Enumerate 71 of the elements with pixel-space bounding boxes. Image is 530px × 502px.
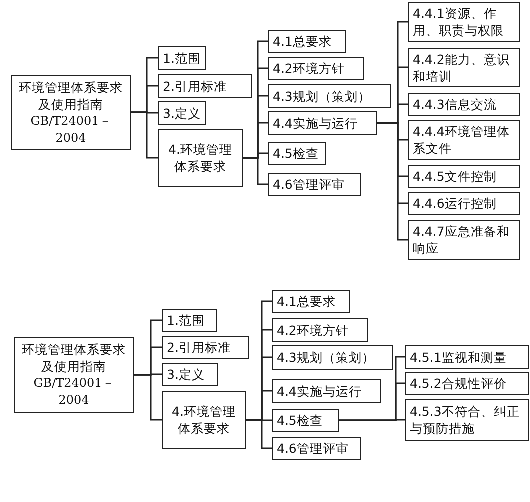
topic-text: 4.1总要求	[277, 293, 337, 310]
topic-box	[405, 345, 529, 369]
topic-text: 4.1总要求	[273, 33, 333, 50]
topic-text: 环境管理体系要求及使用指南	[18, 78, 124, 112]
connector-line	[131, 112, 158, 159]
topic-box	[408, 93, 520, 116]
topic-text: 4.6管理评审	[277, 440, 350, 457]
topic-text: 4.环境管理体系要求	[168, 141, 234, 175]
topic-box	[158, 101, 206, 125]
topic-box	[268, 111, 377, 135]
topic-box	[162, 336, 249, 359]
topic-text: 3.定义	[163, 104, 201, 122]
topic-box	[408, 165, 520, 188]
topic-box	[158, 129, 243, 187]
topic-text: 4.5检查	[277, 412, 324, 429]
topic-box	[268, 173, 361, 196]
topic-text: 4.4.6运行控制	[413, 195, 498, 212]
topic-text: 2.引用标准	[163, 78, 228, 94]
topic-box	[272, 437, 361, 460]
connector-line	[134, 374, 162, 421]
topic-box	[158, 46, 206, 70]
topic-box	[408, 192, 520, 215]
topic-text: 4.环境管理体系要求	[171, 403, 237, 437]
topic-text: 4.2环境方针	[273, 60, 346, 77]
topic-text: 4.4实施与运行	[277, 382, 363, 400]
topic-box	[14, 337, 134, 413]
topic-text: 4.5.1监视和测量	[410, 348, 508, 366]
connector-line	[339, 419, 405, 422]
connector-line	[377, 122, 408, 241]
topic-text: 4.4.5文件控制	[413, 168, 498, 185]
topic-box	[272, 345, 393, 370]
topic-box	[162, 391, 246, 449]
topic-box	[158, 74, 252, 98]
standard-code: GB/T24001－2004	[32, 375, 116, 409]
topic-text: 4.3规划（策划）	[277, 349, 376, 366]
topic-text: 4.2环境方针	[277, 322, 350, 338]
topic-text: 4.4.7应急准备和响应	[413, 223, 511, 257]
standard-code: GB/T24001－2004	[30, 112, 112, 146]
topic-box	[405, 372, 529, 395]
topic-text: 环境管理体系要求及使用指南	[21, 341, 127, 375]
topic-text: 4.4.4环境管理体系文件	[413, 123, 511, 157]
topic-box	[408, 220, 520, 260]
topic-box	[272, 318, 368, 342]
topic-box	[272, 409, 339, 432]
topic-text: 1.范围	[163, 50, 201, 66]
topic-text: 4.5.2合规性评价	[410, 375, 508, 392]
topic-text: 4.5检查	[273, 145, 320, 162]
topic-text: 2.引用标准	[167, 339, 232, 356]
topic-box	[405, 399, 529, 441]
topic-box	[408, 2, 520, 42]
topic-text: 4.5.3不符合、纠正与预防措施	[410, 403, 521, 437]
topic-box	[268, 84, 391, 108]
topic-text: 1.范围	[167, 312, 206, 329]
topic-box	[408, 48, 520, 87]
topic-text: 4.4.3信息交流	[413, 96, 498, 113]
topic-box	[268, 142, 326, 165]
topic-box	[268, 30, 346, 53]
topic-text: 4.4.2能力、意识和培训	[413, 50, 511, 84]
topic-text: 4.6管理评审	[273, 176, 346, 193]
topic-box	[408, 120, 520, 160]
topic-box	[268, 57, 364, 80]
topic-box	[162, 309, 217, 332]
topic-box	[11, 75, 131, 150]
topic-text: 4.4.1资源、作用、职责与权限	[413, 5, 505, 39]
topic-text: 4.4实施与运行	[273, 114, 359, 132]
topic-box	[272, 290, 350, 313]
topic-box	[162, 363, 218, 386]
topic-box	[272, 379, 381, 403]
connector-line	[243, 157, 268, 186]
topic-text: 4.3规划（策划）	[273, 88, 372, 104]
topic-text: 3.定义	[167, 366, 206, 383]
